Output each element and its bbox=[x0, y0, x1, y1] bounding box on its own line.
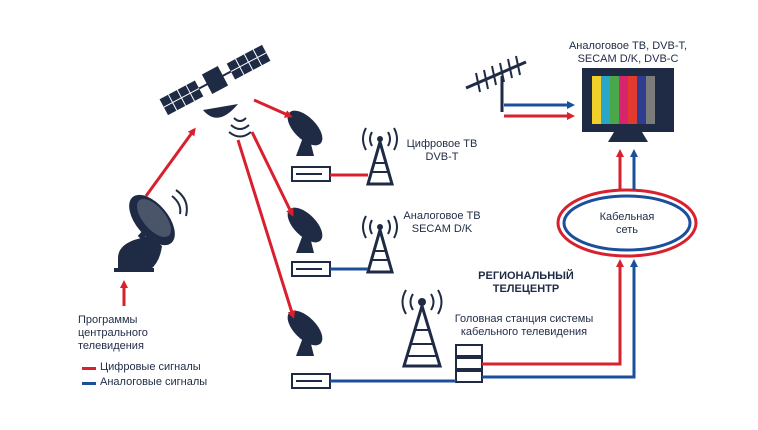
tv-label: Аналоговое ТВ, DVB-T, SECAM D/K, DVB-C bbox=[556, 40, 700, 66]
programs-label-line: телевидения bbox=[78, 340, 144, 352]
cable-network-icon bbox=[556, 188, 698, 258]
tower-icon bbox=[401, 289, 443, 368]
headend-label: Головная станция системы кабельного теле… bbox=[454, 313, 594, 339]
analog-tv-label: Аналоговое ТВ SECAM D/K bbox=[400, 210, 484, 236]
legend-analog-label: Аналоговые сигналы bbox=[100, 376, 208, 388]
tower-icon bbox=[362, 127, 398, 186]
cable-network-label-line: Кабельная bbox=[599, 211, 655, 223]
headend-label-line: Головная станция системы bbox=[454, 313, 594, 325]
regional-center-label-line: РЕГИОНАЛЬНЫЙ bbox=[478, 270, 574, 282]
signal-lines bbox=[120, 98, 638, 383]
regional-center-label-line: ТЕЛЕЦЕНТР bbox=[492, 283, 560, 295]
headend-label-line: кабельного телевидения bbox=[460, 326, 588, 338]
analog-tv-label-line: SECAM D/K bbox=[411, 223, 473, 235]
tv-label-line: Аналоговое ТВ, DVB-T, bbox=[568, 40, 688, 52]
legend-analog-swatch bbox=[82, 382, 96, 385]
programs-label-line: Программы bbox=[78, 314, 138, 326]
programs-label: Программы центрального телевидения bbox=[78, 314, 148, 353]
digital-tv-label-line: Цифровое ТВ bbox=[406, 138, 478, 150]
digital-tv-label-line: DVB-T bbox=[425, 151, 459, 163]
regional-center-label: РЕГИОНАЛЬНЫЙ ТЕЛЕЦЕНТР bbox=[476, 270, 576, 296]
legend-digital-swatch bbox=[82, 367, 96, 370]
receiver-dish-icon bbox=[287, 110, 331, 182]
satellite-icon bbox=[159, 44, 271, 138]
tv-label-line: SECAM D/K, DVB-C bbox=[577, 53, 679, 65]
legend-digital-label: Цифровые сигналы bbox=[100, 361, 201, 373]
tower-icon bbox=[362, 215, 398, 274]
digital-tv-label: Цифровое ТВ DVB-T bbox=[404, 138, 480, 164]
headend-equipment bbox=[455, 344, 483, 383]
tv-icon bbox=[582, 68, 674, 142]
cable-network-label-line: сеть bbox=[615, 224, 639, 236]
cable-network-label: Кабельная сеть bbox=[586, 211, 668, 237]
programs-label-line: центрального bbox=[78, 327, 148, 339]
analog-tv-label-line: Аналоговое ТВ bbox=[403, 210, 481, 222]
uplink-dish-icon bbox=[114, 189, 188, 272]
antenna-icon bbox=[465, 55, 527, 112]
receiver-dish-icon bbox=[287, 310, 331, 389]
receiver-dish-icon bbox=[287, 207, 331, 277]
